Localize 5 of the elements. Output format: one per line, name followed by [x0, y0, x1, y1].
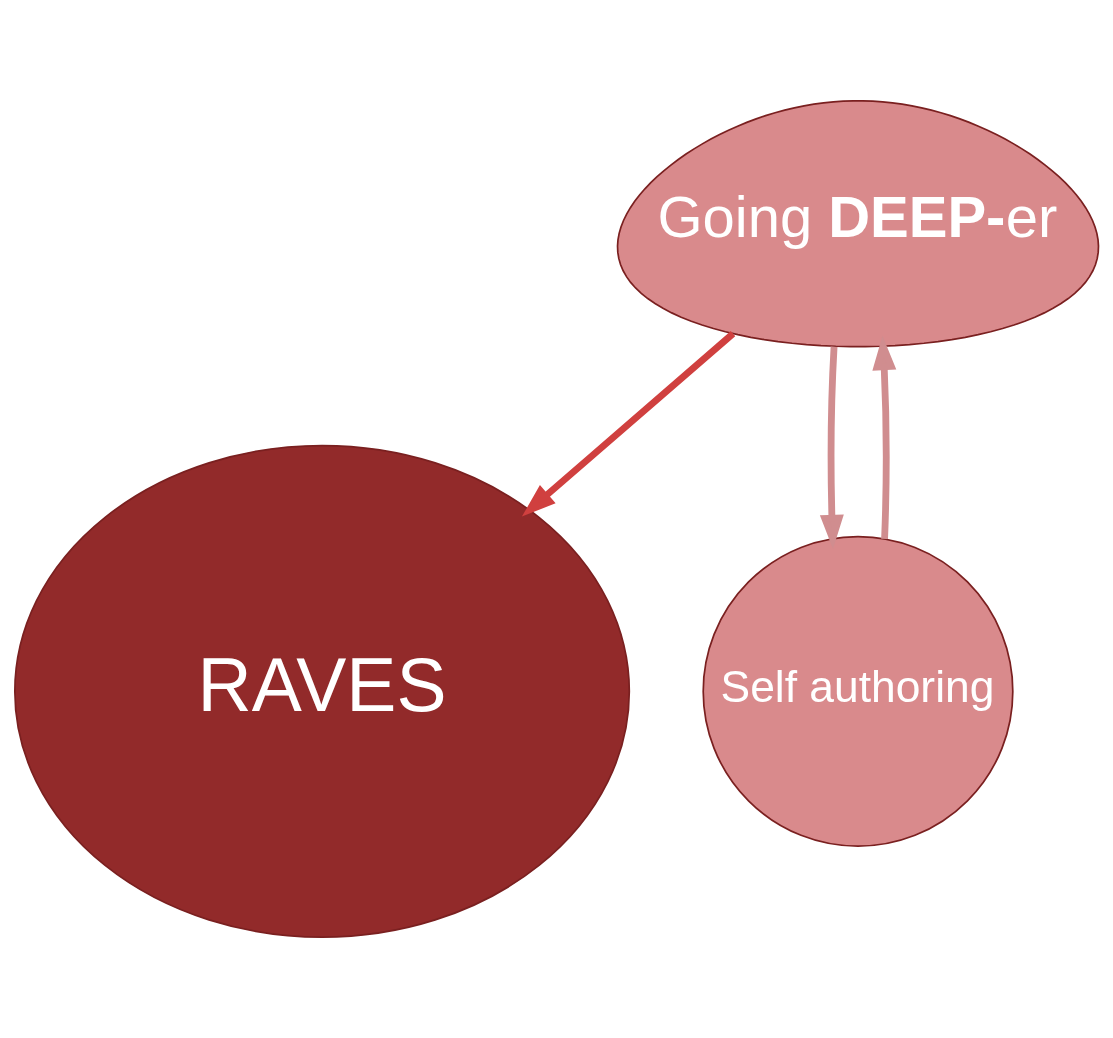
arrow [872, 335, 897, 539]
node-circle: Self authoring [702, 535, 1014, 848]
arrow [819, 346, 844, 550]
arrow [521, 331, 736, 517]
node-ellipse: RAVES [14, 444, 631, 939]
